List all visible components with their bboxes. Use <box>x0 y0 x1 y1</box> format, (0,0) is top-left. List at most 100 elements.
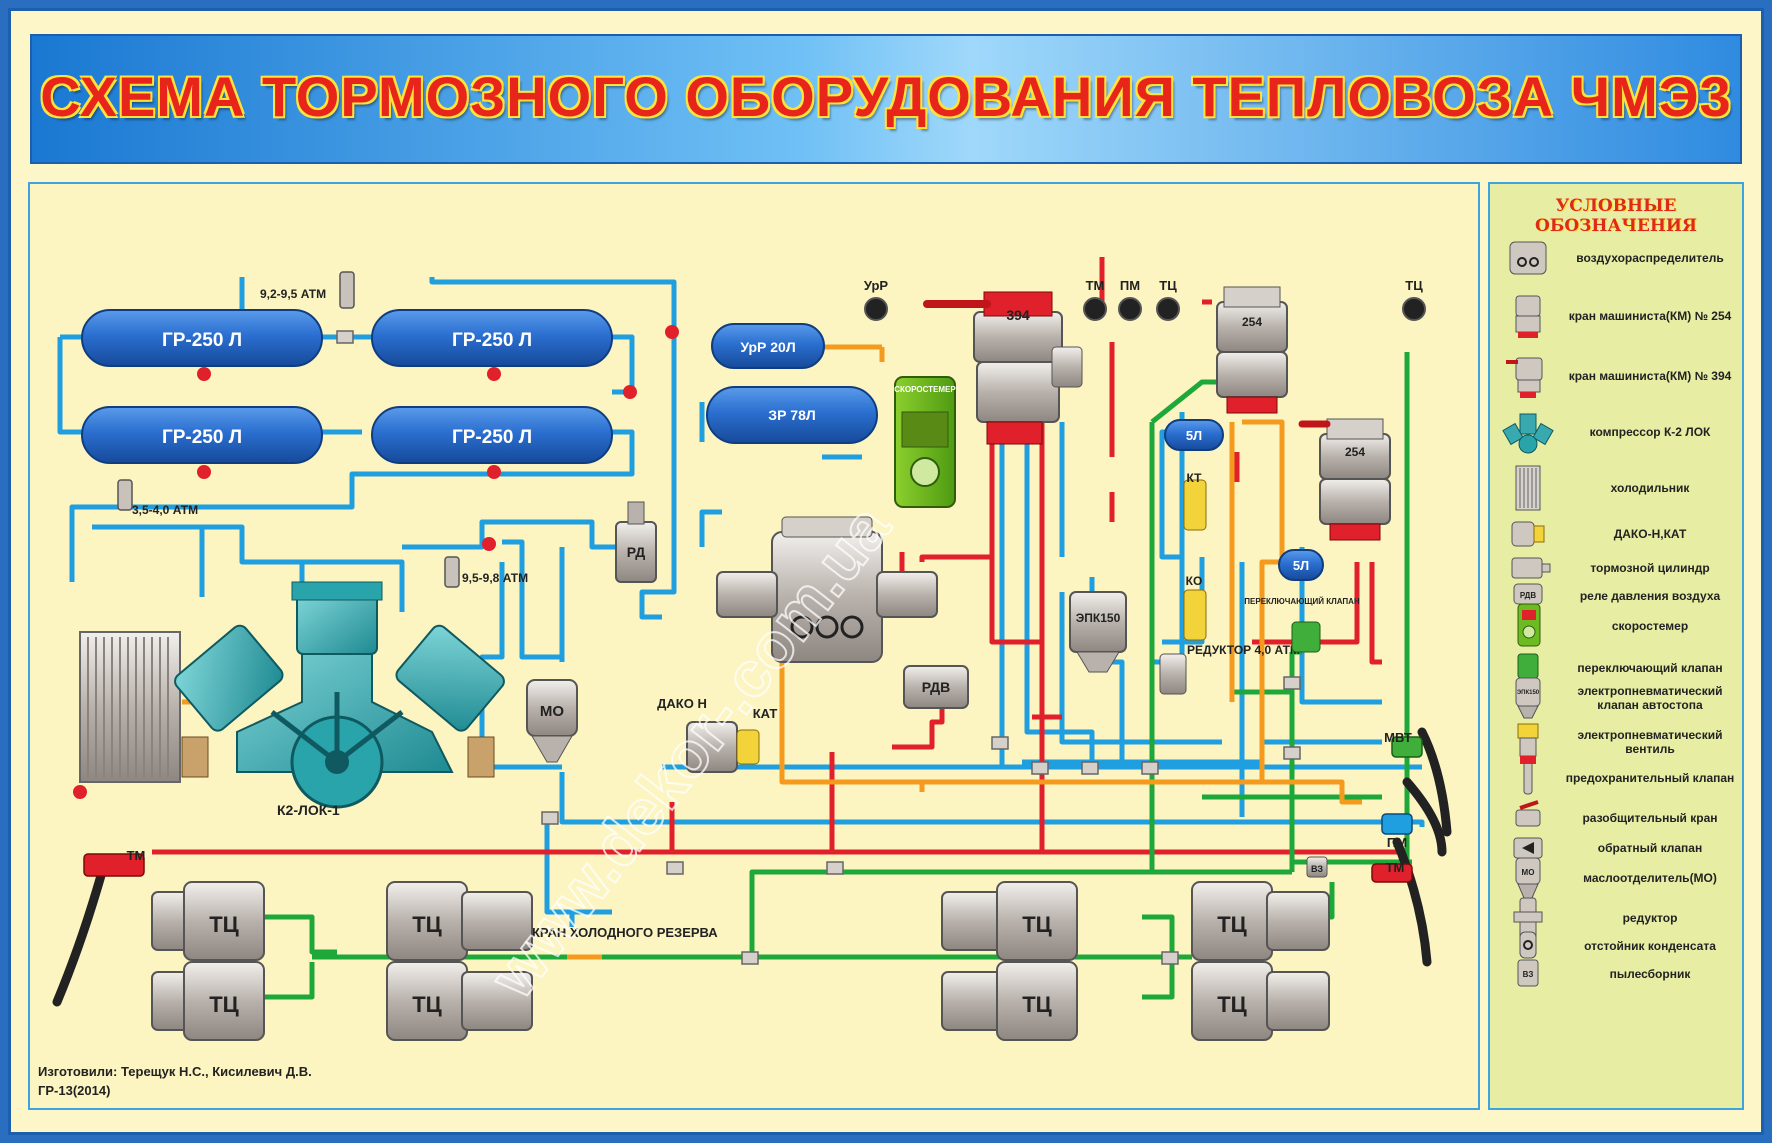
brake-cylinder: ТЦ <box>1191 961 1330 1041</box>
svg-text:ЭПК150: ЭПК150 <box>1517 690 1540 696</box>
reservoir-label: ГР-250 Л <box>452 427 532 448</box>
pressure-label: 9,5-9,8 АТМ <box>462 571 528 585</box>
brake-scheme-diagram: ГР-250 Л ГР-250 Л ГР-250 Л ГР-250 Л УрР … <box>28 182 1480 1110</box>
svg-text:ВЗ: ВЗ <box>1523 970 1534 979</box>
legend-item-label: ДАКО-Н,КАТ <box>1613 527 1687 541</box>
cooler <box>79 631 181 783</box>
legend-item: разобщительный кран <box>1498 792 1738 848</box>
reducer: РЕДУКТОР 4,0 АТМ <box>1159 643 1300 695</box>
pressure-label: 3,5-4,0 АТМ <box>132 503 198 517</box>
legend-item: ДАКО-Н,КАТ <box>1498 508 1738 564</box>
spare-reservoir: ЗР 78Л <box>706 386 878 444</box>
ko-label: КО <box>1186 574 1203 588</box>
dako-label: ДАКО Н <box>657 696 707 711</box>
urr-tank-label: УрР 20Л <box>740 339 795 355</box>
air-distributor <box>716 516 938 663</box>
legend-item-label: компрессор К-2 ЛОК <box>1589 425 1711 439</box>
legend-item-label: пылесборник <box>1609 967 1691 981</box>
svg-text:ТЦ: ТЦ <box>1217 912 1247 937</box>
compressor-icon <box>1502 406 1554 458</box>
switch-valve: ПЕРЕКЛЮЧАЮЩИЙ КЛАПАН <box>1244 597 1360 653</box>
brake-cylinder: ТЦ <box>1191 881 1330 961</box>
reducer-label: РЕДУКТОР 4,0 АТМ <box>1187 643 1300 657</box>
main-reservoir: ГР-250 Л <box>81 406 323 464</box>
legend-item-label: маслоотделитель(МО) <box>1583 871 1717 885</box>
legend-item-label: кран машиниста(КМ) № 254 <box>1568 309 1732 323</box>
gauge-tm: ТМ <box>1083 278 1107 321</box>
driver-valve-254-icon <box>1502 290 1554 342</box>
brake-cylinders: ТЦ ТЦ ТЦ ТЦ ТЦ ТЦ ТЦ ТЦ <box>151 881 1330 1041</box>
legend-item-label: редуктор <box>1622 911 1678 925</box>
end-valves <box>83 736 1423 883</box>
vz-label: ВЗ <box>1311 864 1323 874</box>
legend-item-label: разобщительный кран <box>1582 811 1718 825</box>
oil-separator: МО <box>526 679 578 763</box>
svg-text:ТЦ: ТЦ <box>412 992 442 1017</box>
svg-text:ТЦ: ТЦ <box>1217 992 1247 1017</box>
brake-cylinder-icon <box>1502 542 1554 594</box>
end-hoses <box>52 727 1452 1007</box>
legend-item-label: электропневматический клапан автостопа <box>1577 684 1723 712</box>
brake-cylinder: ТЦ <box>941 961 1078 1041</box>
driver-valve-394-icon <box>1502 350 1554 402</box>
dako-kt: КТ <box>1183 471 1207 531</box>
legend-item: кран машиниста(КМ) № 394 <box>1498 350 1738 406</box>
legend-item-label: воздухораспределитель <box>1576 251 1724 265</box>
legend-item-label: тормозной цилиндр <box>1590 561 1710 575</box>
epk-icon: ЭПК150 <box>1502 672 1554 724</box>
legend-item: предохранительный клапан <box>1498 752 1738 808</box>
dust-collector: ВЗ <box>1306 856 1328 878</box>
isolating-cock-icon <box>73 325 679 799</box>
mo-label: МО <box>540 703 564 720</box>
page-title: СХЕМА ТОРМОЗНОГО ОБОРУДОВАНИЯ ТЕПЛОВОЗА … <box>40 65 1732 128</box>
svg-text:МО: МО <box>1522 868 1535 877</box>
main-reservoir: ГР-250 Л <box>371 309 613 367</box>
legend-item: МО маслоотделитель(МО) <box>1498 852 1738 908</box>
pressure-gauges: УрР ТМ ПМ ТЦ ТЦ <box>864 278 1426 321</box>
legend-title: УСЛОВНЫЕ ОБОЗНАЧЕНИЯ <box>1535 196 1697 236</box>
gauge-urr: УрР <box>864 278 889 321</box>
dust-collector-icon: ВЗ <box>1502 948 1554 1000</box>
legend-item-label: переключающий клапан <box>1577 661 1723 675</box>
tm-left-label: ТМ <box>127 848 146 863</box>
km254-label: 254 <box>1242 315 1262 329</box>
reservoir-label: ГР-250 Л <box>452 330 532 351</box>
compressor-label: К2-ЛОК-1 <box>277 802 340 818</box>
legend-item-label: кран машиниста(КМ) № 394 <box>1568 369 1732 383</box>
epk-label: ЭПК150 <box>1076 611 1121 625</box>
driver-valve-254: 254 <box>1298 418 1391 541</box>
cold-reserve-label: КРАН ХОЛОДНОГО РЕЗЕРВА <box>532 925 718 940</box>
kat-label: КАТ <box>753 706 778 721</box>
svg-text:ТЦ: ТЦ <box>1022 992 1052 1017</box>
legend-panel: УСЛОВНЫЕ ОБОЗНАЧЕНИЯ воздухораспределите… <box>1488 182 1744 1110</box>
legend-item: РДВ реле давления воздуха <box>1498 570 1738 626</box>
legend-item: воздухораспределитель <box>1498 232 1738 288</box>
reservoir-5l: 5Л <box>1278 549 1324 581</box>
title-bar: СХЕМА ТОРМОЗНОГО ОБОРУДОВАНИЯ ТЕПЛОВОЗА … <box>30 34 1742 164</box>
pressure-relay-icon: РДВ <box>1502 570 1554 622</box>
svg-text:ТЦ: ТЦ <box>1405 278 1423 293</box>
brake-cylinder: ТЦ <box>151 881 265 961</box>
legend-item: электропневматический вентиль <box>1498 716 1738 772</box>
legend-item: ВЗ пылесборник <box>1498 948 1738 1004</box>
cooler-icon <box>1502 462 1554 514</box>
brake-cylinder: ТЦ <box>151 961 265 1041</box>
legend-item-label: реле давления воздуха <box>1579 589 1721 603</box>
gauge-tc: ТЦ <box>1402 278 1426 321</box>
svg-text:ТМ: ТМ <box>1086 278 1105 293</box>
brake-cylinder: ТЦ <box>386 881 533 961</box>
driver-valve-394: 394 <box>923 291 1083 445</box>
isolating-cock-icon <box>1502 792 1554 844</box>
main-reservoirs: ГР-250 Л ГР-250 Л ГР-250 Л ГР-250 Л <box>81 309 613 464</box>
speedometer-label: СКОРОСТЕМЕР <box>894 385 956 394</box>
main-reservoir: ГР-250 Л <box>371 406 613 464</box>
mvt-label: МВТ <box>1384 730 1412 745</box>
svg-text:ТЦ: ТЦ <box>1022 912 1052 937</box>
reservoir-5l: 5Л <box>1164 419 1224 451</box>
km394-label: 394 <box>1006 307 1030 323</box>
pm-right-label: ПМ <box>1387 835 1407 850</box>
svg-text:ПМ: ПМ <box>1120 278 1140 293</box>
safety-valve-icon <box>1502 752 1554 804</box>
gauge-tc: ТЦ <box>1156 278 1180 321</box>
svg-text:УрР: УрР <box>864 278 889 293</box>
